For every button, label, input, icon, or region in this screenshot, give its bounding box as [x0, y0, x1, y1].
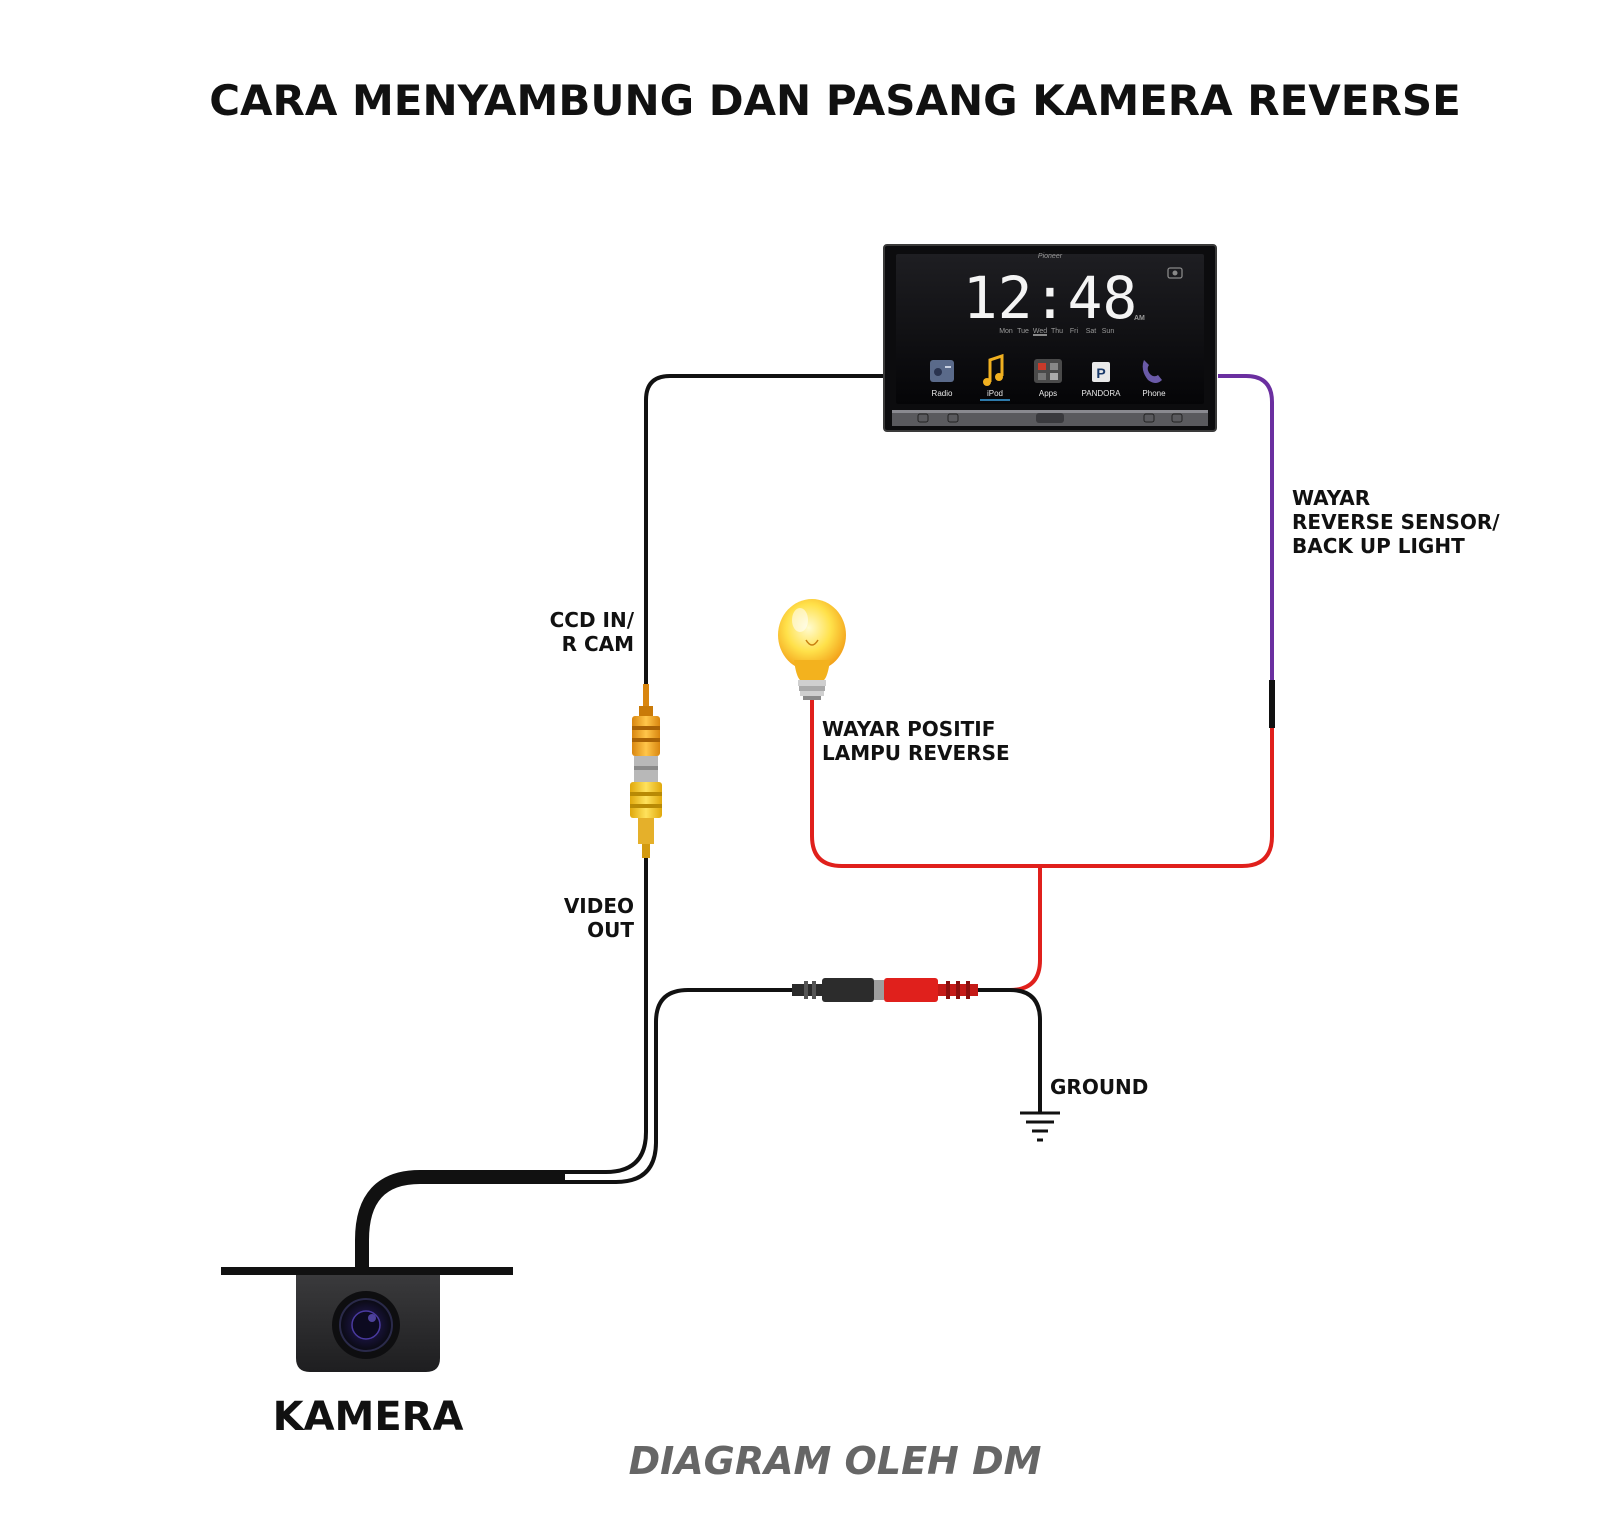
clock-display: 12:48 — [963, 264, 1138, 332]
light-bulb-icon — [778, 599, 846, 700]
power-wire-to-connector — [978, 866, 1042, 992]
app-radio[interactable]: Radio — [930, 360, 954, 398]
weekday-thu: Thu — [1051, 328, 1063, 335]
ccd-in-label-line1: CCD IN/ — [550, 608, 635, 632]
back-button[interactable] — [1171, 413, 1183, 423]
weekday-sat: Sat — [1086, 328, 1097, 335]
weekday-mon: Mon — [999, 328, 1013, 335]
menu-button[interactable] — [947, 413, 959, 423]
app-phone[interactable]: Phone — [1142, 360, 1166, 398]
clock-ampm: AM — [1134, 315, 1145, 322]
video-out-label-line1: VIDEO — [564, 894, 634, 918]
app-apps-label: Apps — [1039, 389, 1057, 398]
positive-lamp-label-line1: WAYAR POSITIF — [822, 717, 995, 741]
music-note-icon — [988, 353, 1004, 382]
reverse-sensor-label-line1: WAYAR — [1292, 486, 1370, 510]
reverse-camera — [221, 1267, 513, 1372]
video-out-label-line2: OUT — [587, 918, 634, 942]
rca-connector — [630, 684, 662, 858]
video-cable-upper — [644, 374, 900, 690]
weekday-fri: Fri — [1070, 328, 1079, 335]
ground-symbol — [1020, 1111, 1060, 1142]
center-button[interactable] — [1036, 413, 1064, 423]
app-pandora[interactable]: P PANDORA — [1082, 362, 1122, 398]
ground-label: GROUND — [1050, 1075, 1148, 1099]
ccd-in-label-line2: R CAM — [562, 632, 634, 656]
camera-cable — [355, 1170, 565, 1272]
pandora-icon — [1092, 362, 1110, 382]
app-ipod-label: iPod — [987, 389, 1003, 398]
home-button[interactable] — [917, 413, 929, 423]
svg-text:P: P — [1096, 365, 1105, 381]
reverse-sensor-label-line2: REVERSE SENSOR/ — [1292, 510, 1500, 534]
diagram-title: CARA MENYAMBUNG DAN PASANG KAMERA REVERS… — [209, 76, 1461, 125]
video-cable-lower — [565, 858, 648, 1174]
camera-shortcut-icon[interactable] — [1167, 267, 1183, 279]
app-radio-label: Radio — [932, 389, 953, 398]
reverse-sensor-wire — [1218, 374, 1274, 680]
power-cable-to-camera — [565, 988, 792, 1184]
positive-lamp-label-line2: LAMPU REVERSE — [822, 741, 1010, 765]
ground-wire — [978, 988, 1042, 1113]
app-apps[interactable]: Apps — [1034, 359, 1062, 398]
radio-icon — [930, 360, 954, 382]
positive-lamp-wire — [810, 700, 1040, 868]
app-phone-label: Phone — [1142, 389, 1166, 398]
camera-label: KAMERA — [273, 1394, 464, 1440]
phone-icon — [1142, 360, 1162, 383]
app-ipod[interactable]: iPod — [980, 353, 1010, 401]
weekday-sun: Sun — [1102, 328, 1115, 335]
head-unit-brand: Pioneer — [1038, 253, 1063, 260]
diagram-credit: DIAGRAM OLEH DM — [629, 1439, 1042, 1483]
reverse-sensor-label-line3: BACK UP LIGHT — [1292, 534, 1465, 558]
app-pandora-label: PANDORA — [1082, 389, 1122, 398]
volume-button[interactable] — [1143, 413, 1155, 423]
reverse-wire-red — [1040, 728, 1274, 868]
weekday-wed: Wed — [1033, 328, 1047, 335]
weekday-row: Mon Tue Wed Thu Fri Sat Sun — [999, 328, 1115, 336]
head-unit: Pioneer 12:48 AM Mon Tue Wed Thu Fri Sat… — [883, 244, 1217, 432]
weekday-tue: Tue — [1017, 328, 1029, 335]
dc-power-connector — [792, 978, 978, 1002]
